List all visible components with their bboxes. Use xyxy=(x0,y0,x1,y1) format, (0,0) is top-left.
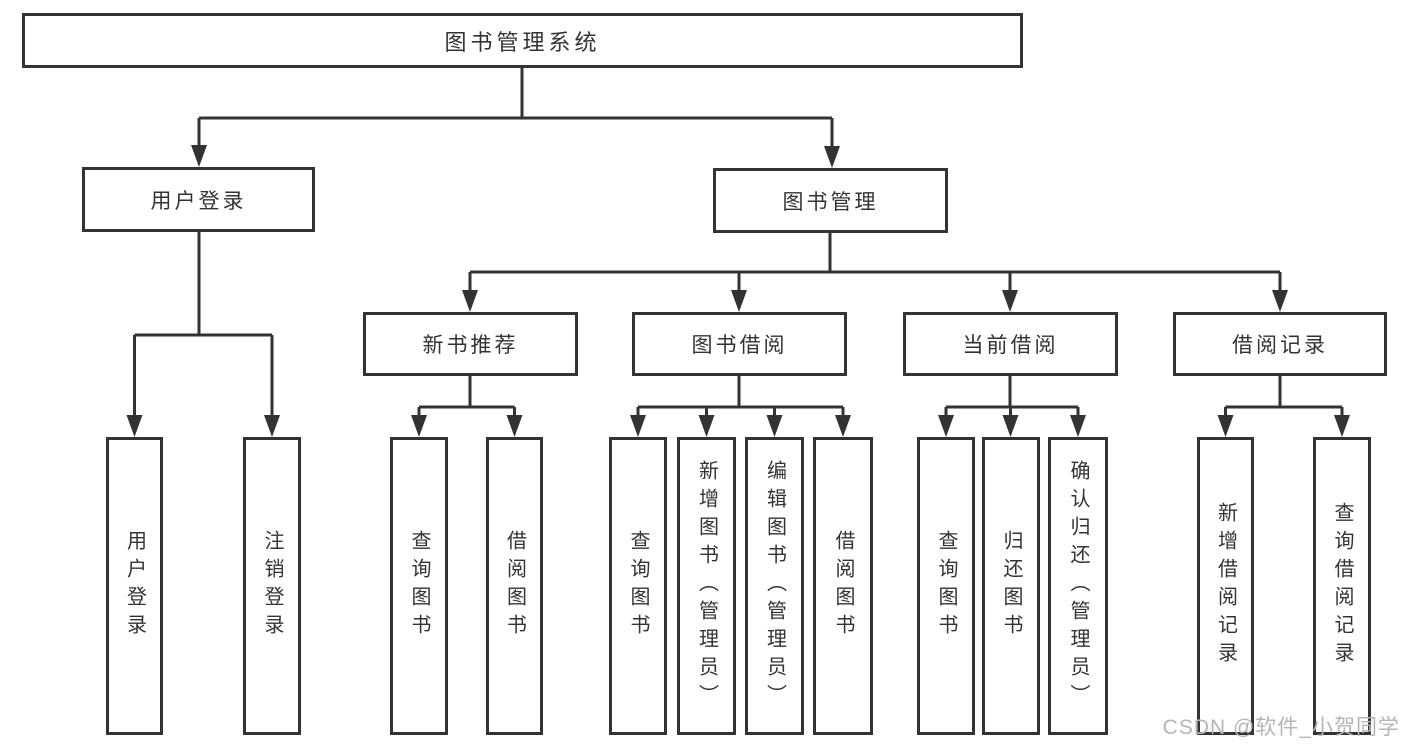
leaf-user-login: 用户登录 xyxy=(106,437,163,735)
leaf-nbr-query-books: 查询图书 xyxy=(390,437,448,735)
leaf-label: 确认归还（管理员） xyxy=(1067,460,1089,712)
leaf-bb-edit-books-admin: 编辑图书（管理员） xyxy=(745,437,804,735)
leaf-bb-borrow-books: 借阅图书 xyxy=(813,437,873,735)
leaf-label: 查询借阅记录 xyxy=(1331,502,1353,670)
node-current-borrow: 当前借阅 xyxy=(903,312,1118,376)
leaf-label: 借阅图书 xyxy=(832,530,854,642)
leaf-cb-query-books: 查询图书 xyxy=(917,437,975,735)
leaf-br-add-record: 新增借阅记录 xyxy=(1197,437,1254,735)
leaf-label: 编辑图书（管理员） xyxy=(763,460,786,712)
leaf-cb-confirm-return-admin: 确认归还（管理员） xyxy=(1048,437,1108,735)
leaf-cb-return-books: 归还图书 xyxy=(982,437,1040,735)
leaf-label: 归还图书 xyxy=(1000,530,1022,642)
node-book-borrow: 图书借阅 xyxy=(632,312,847,376)
leaf-bb-query-books: 查询图书 xyxy=(609,437,667,735)
node-new-book-recommend: 新书推荐 xyxy=(363,312,578,376)
leaf-label: 用户登录 xyxy=(123,530,146,642)
node-library-management-system: 图书管理系统 xyxy=(22,13,1023,68)
leaf-nbr-borrow-books: 借阅图书 xyxy=(486,437,543,735)
leaf-label: 借阅图书 xyxy=(503,530,526,642)
leaf-label: 新增图书（管理员） xyxy=(695,460,718,712)
leaf-label: 查询图书 xyxy=(627,530,649,642)
leaf-label: 注销登录 xyxy=(261,530,283,642)
node-book-management: 图书管理 xyxy=(713,168,948,233)
node-user-login: 用户登录 xyxy=(82,167,315,232)
leaf-br-query-record: 查询借阅记录 xyxy=(1313,437,1371,735)
leaf-label: 新增借阅记录 xyxy=(1214,502,1237,670)
leaf-label: 查询图书 xyxy=(935,530,957,642)
leaf-bb-add-books-admin: 新增图书（管理员） xyxy=(677,437,736,735)
csdn-watermark: CSDN @软件_小贺同学 xyxy=(1162,716,1400,739)
node-borrow-records: 借阅记录 xyxy=(1173,312,1387,376)
leaf-logout-login: 注销登录 xyxy=(243,437,301,735)
leaf-label: 查询图书 xyxy=(408,530,430,642)
